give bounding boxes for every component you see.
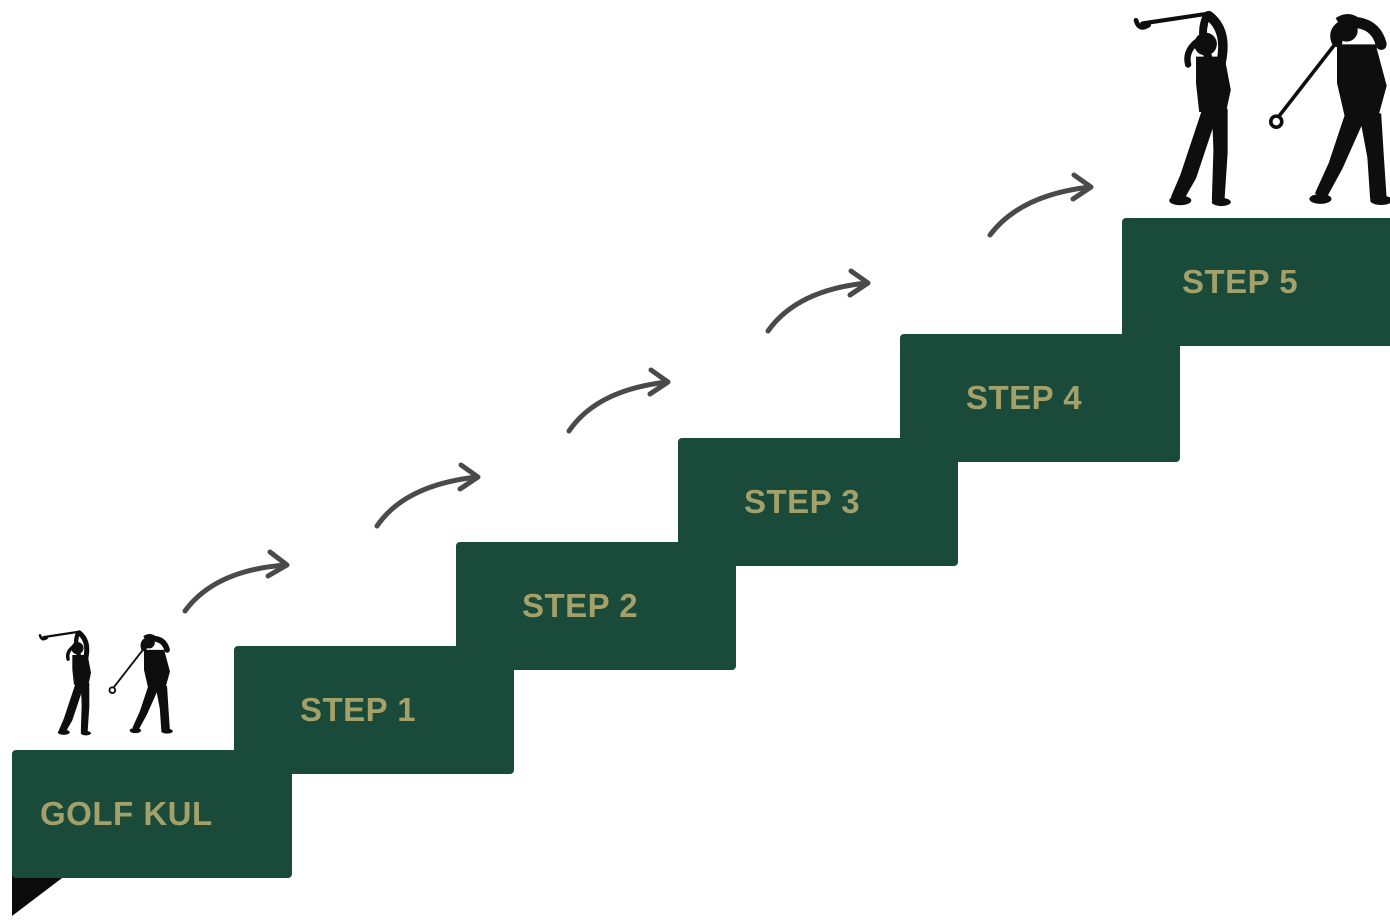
golfer-female-silhouette-icon: [1136, 14, 1231, 206]
step-label-2: STEP 2: [522, 587, 639, 624]
curved-arrow-icon: [987, 172, 1094, 238]
step-label-5: STEP 5: [1182, 263, 1299, 300]
curved-arrow-icon: [765, 268, 871, 334]
step-block-3: STEP 3: [678, 438, 958, 566]
golfer-male-silhouette-icon: [1271, 14, 1390, 205]
curved-arrow-icon: [182, 549, 290, 614]
step-label-3: STEP 3: [744, 483, 861, 520]
curved-arrow-icon: [374, 462, 481, 529]
step-label-4: STEP 4: [966, 379, 1083, 416]
golfer-male-silhouette-icon: [109, 634, 172, 734]
step-label-1: STEP 1: [300, 691, 417, 728]
step-block-golf-kul: GOLF KUL: [12, 750, 292, 878]
step-block-5: STEP 5: [1122, 218, 1390, 346]
step-label-golf-kul: GOLF KUL: [40, 795, 213, 832]
golfer-female-silhouette-icon: [40, 632, 91, 735]
curved-arrow-icon: [566, 367, 671, 434]
step-fold-shadow: [12, 872, 70, 916]
step-block-4: STEP 4: [900, 334, 1180, 462]
